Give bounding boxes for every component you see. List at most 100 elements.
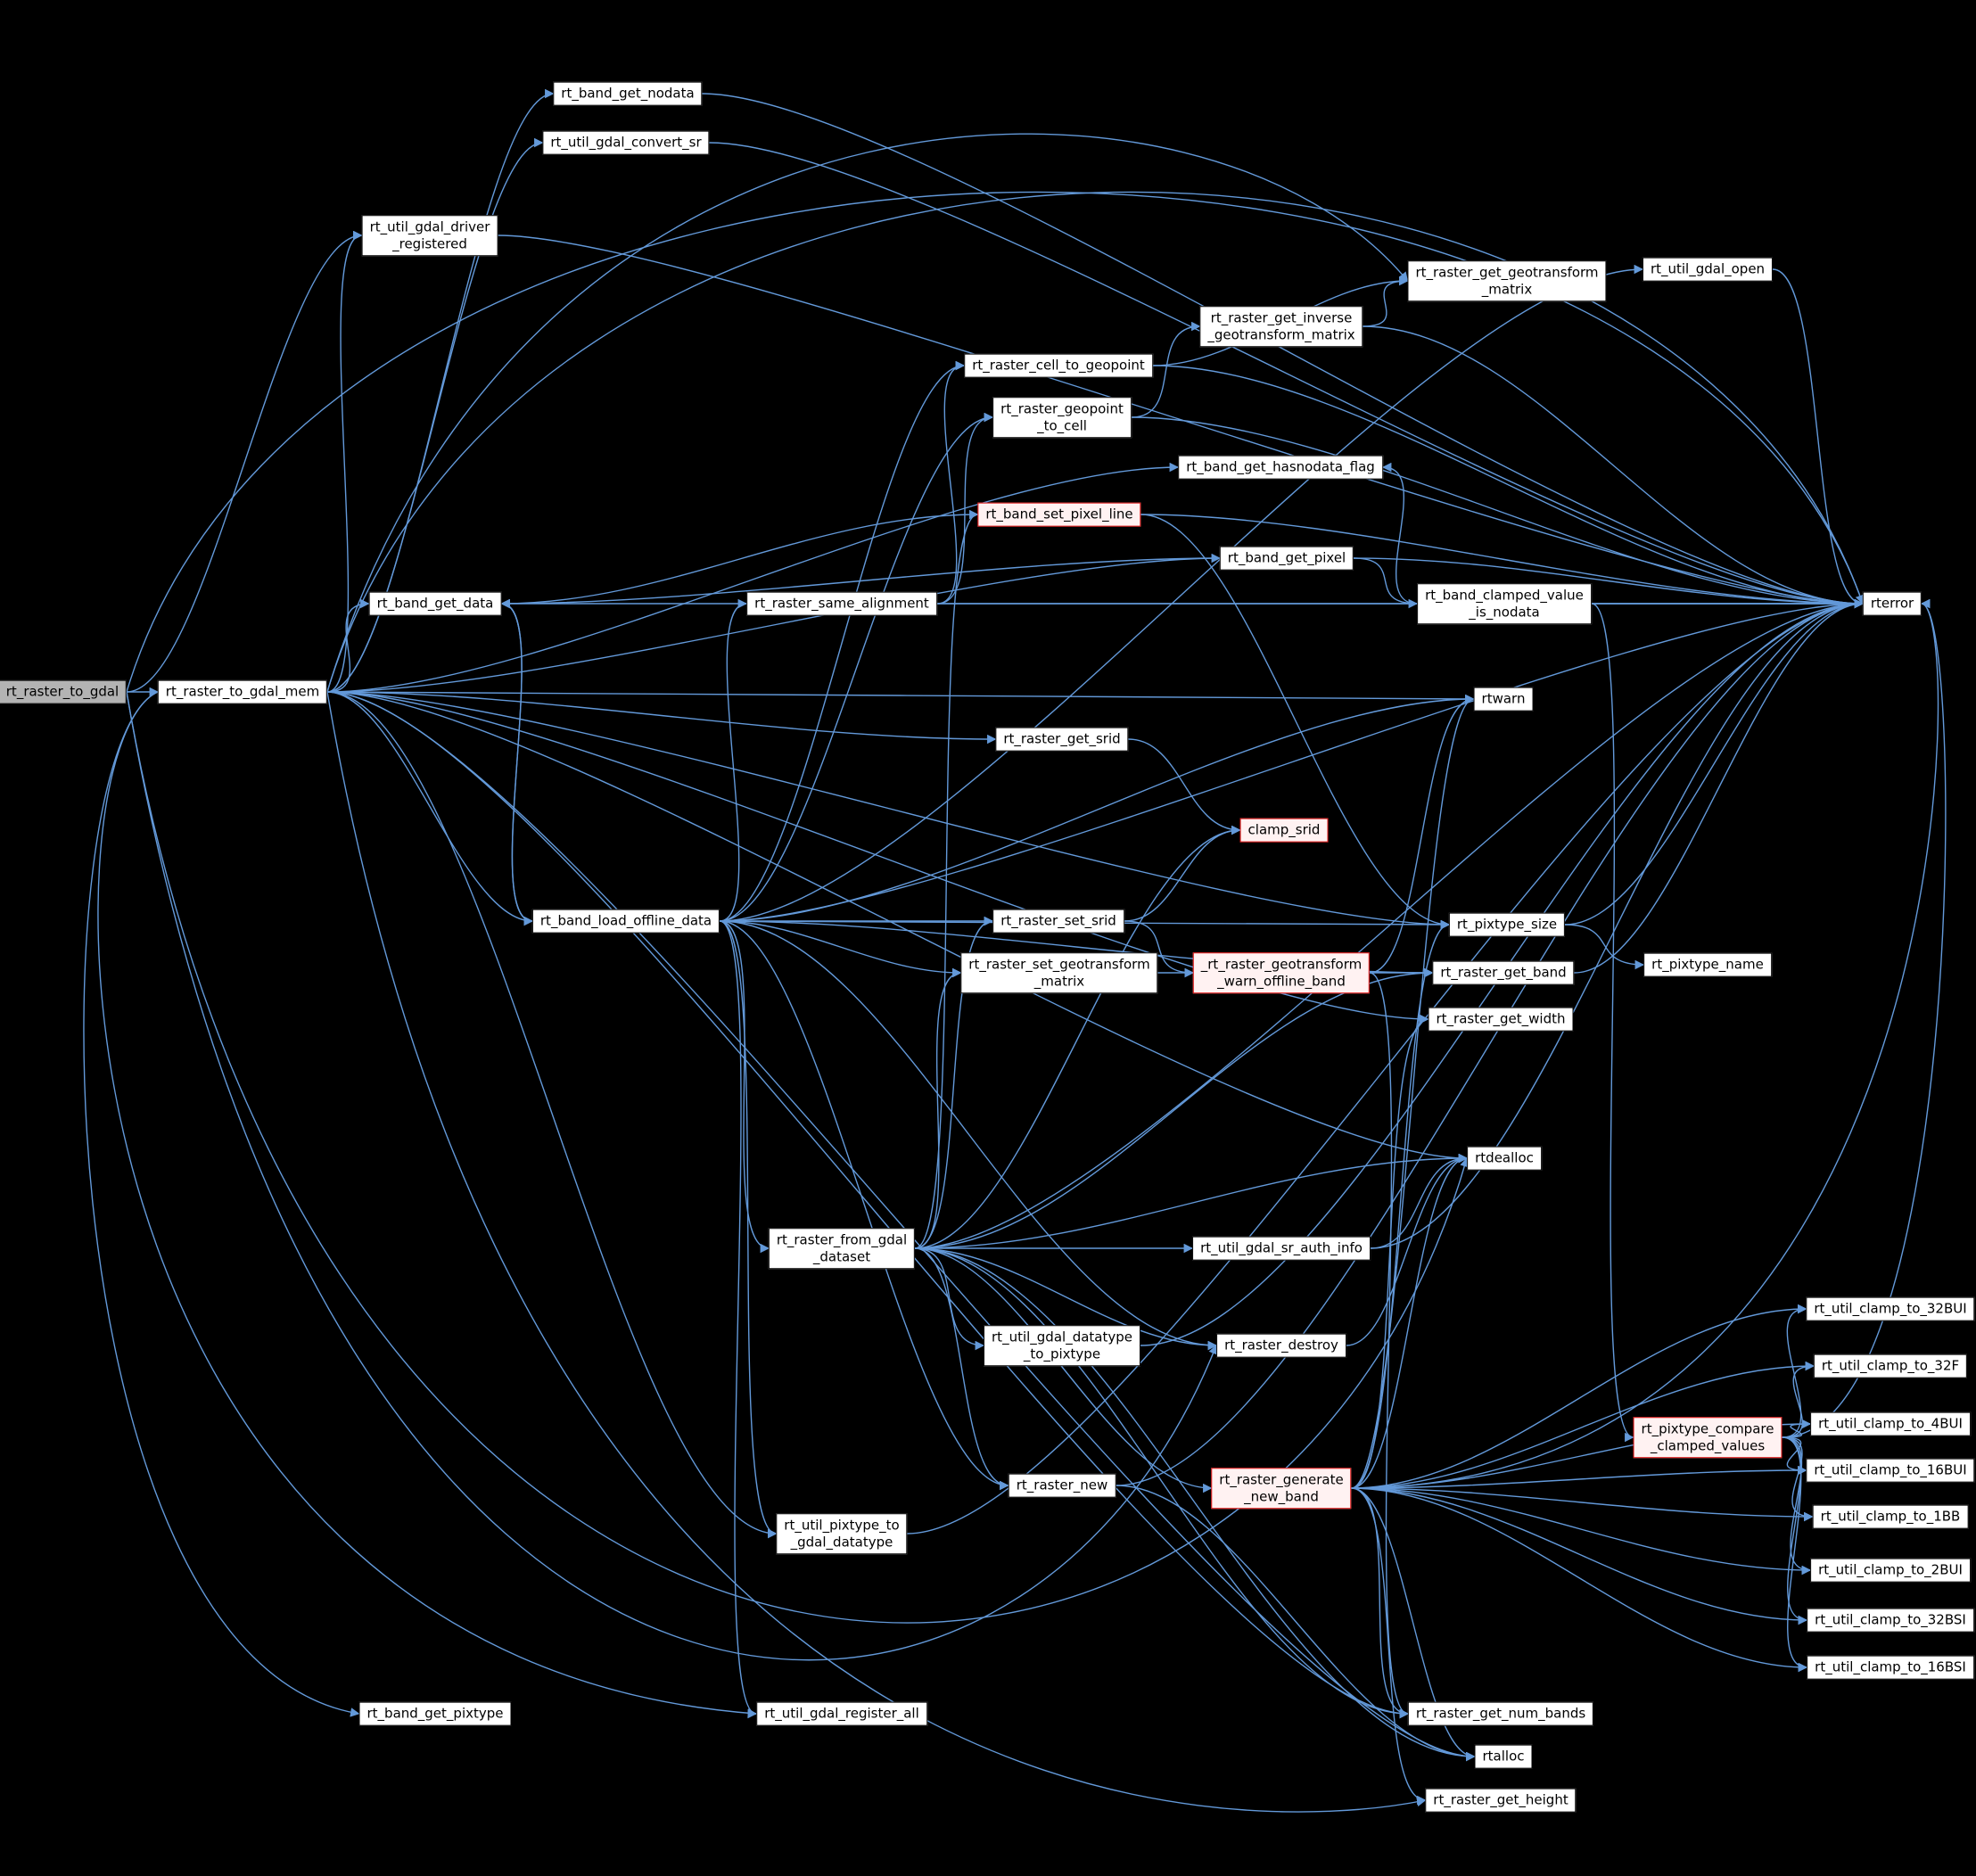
graph-node-rt_pixtype_name[interactable]: rt_pixtype_name — [1643, 952, 1772, 977]
graph-node-rt_util_clamp_to_32BSI[interactable]: rt_util_clamp_to_32BSI — [1807, 1608, 1974, 1633]
graph-node-rtalloc[interactable]: rtalloc — [1474, 1744, 1533, 1769]
graph-node-rt_util_clamp_to_1BB[interactable]: rt_util_clamp_to_1BB — [1812, 1504, 1969, 1529]
graph-node-_rt_raster_geotransform_warn_offline_band[interactable]: _rt_raster_geotransform _warn_offline_ba… — [1192, 952, 1371, 993]
graph-node-rt_raster_from_gdal_dataset[interactable]: rt_raster_from_gdal _dataset — [768, 1228, 916, 1269]
graph-node-rt_pixtype_compare_clamped_values[interactable]: rt_pixtype_compare _clamped_values — [1633, 1417, 1783, 1458]
graph-node-rt_band_load_offline_data[interactable]: rt_band_load_offline_data — [531, 909, 720, 934]
call-edge-rt_raster_from_gdal_dataset-to-rt_raster_set_srid — [914, 916, 994, 1249]
graph-node-rtwarn[interactable]: rtwarn — [1473, 687, 1534, 712]
call-edge-rt_band_clamped_value_is_nodata-to-rt_band_get_hasnodata_flag — [1381, 462, 1418, 605]
call-edge-rt_pixtype_compare_clamped_values-to-rt_util_clamp_to_32BUI — [1782, 1304, 1807, 1438]
call-edge-rt_raster_from_gdal_dataset-to-rt_raster_set_geotransform_matrix — [914, 967, 962, 1249]
call-edge-rt_raster_from_gdal_dataset-to-rterror — [914, 598, 1865, 1249]
graph-node-rtdealloc[interactable]: rtdealloc — [1467, 1146, 1542, 1171]
graph-node-rt_raster_get_srid[interactable]: rt_raster_get_srid — [995, 727, 1129, 752]
graph-node-rt_raster_get_band[interactable]: rt_raster_get_band — [1432, 960, 1575, 985]
call-edge-rt_raster_destroy-to-rtdealloc — [1346, 1153, 1469, 1346]
call-edge-rt_raster_get_band-to-rterror — [1574, 598, 1865, 974]
graph-node-rt_band_get_nodata[interactable]: rt_band_get_nodata — [553, 81, 703, 106]
call-edge-rt_raster_to_gdal_mem-to-rt_band_get_data — [326, 598, 370, 693]
graph-node-rt_util_clamp_to_16BSI[interactable]: rt_util_clamp_to_16BSI — [1807, 1655, 1974, 1680]
graph-node-rt_raster_get_geotransform_matrix[interactable]: rt_raster_get_geotransform _matrix — [1407, 260, 1607, 301]
call-edge-rt_raster_get_srid-to-clamp_srid — [1128, 738, 1241, 835]
graph-node-rt_util_clamp_to_32BUI[interactable]: rt_util_clamp_to_32BUI — [1806, 1296, 1975, 1321]
call-edge-rt_pixtype_compare_clamped_values-to-rt_util_clamp_to_16BUI — [1782, 1436, 1807, 1476]
call-edge-rt_raster_from_gdal_dataset-to-rt_raster_new — [914, 1247, 1009, 1491]
graph-node-rt_raster_get_inverse_geotransform_matrix[interactable]: rt_raster_get_inverse _geotransform_matr… — [1199, 306, 1363, 347]
graph-node-rt_util_pixtype_to_gdal_datatype[interactable]: rt_util_pixtype_to _gdal_datatype — [776, 1513, 908, 1554]
graph-node-rt_band_get_pixtype[interactable]: rt_band_get_pixtype — [358, 1701, 512, 1726]
graph-node-rt_util_clamp_to_16BUI[interactable]: rt_util_clamp_to_16BUI — [1806, 1458, 1975, 1483]
call-edge-rt_pixtype_compare_clamped_values-to-rt_util_clamp_to_1BB — [1782, 1436, 1814, 1522]
graph-node-rt_util_gdal_sr_auth_info[interactable]: rt_util_gdal_sr_auth_info — [1192, 1236, 1371, 1261]
call-edge-rt_util_gdal_sr_auth_info-to-rterror — [1370, 598, 1865, 1249]
graph-node-clamp_srid[interactable]: clamp_srid — [1239, 818, 1329, 843]
graph-node-rt_raster_get_height[interactable]: rt_raster_get_height — [1425, 1788, 1577, 1813]
call-edge-rt_raster_to_gdal_mem-to-rt_raster_get_srid — [326, 691, 997, 745]
call-edge-rt_band_get_pixel-to-rt_band_clamped_value_is_nodata — [1353, 557, 1419, 609]
call-edge-rt_raster_generate_new_band-to-rt_raster_get_num_bands — [1351, 1487, 1410, 1719]
call-edge-rt_util_gdal_driver_registered-to-rterror — [498, 234, 1865, 609]
graph-node-rt_util_gdal_driver_registered[interactable]: rt_util_gdal_driver _registered — [361, 215, 498, 256]
call-edge-rt_raster_to_gdal_mem-to-rt_band_get_pixel — [326, 553, 1222, 693]
call-edge-rt_raster_generate_new_band-to-rt_util_clamp_to_32BSI — [1351, 1487, 1808, 1625]
call-edge-rt_raster_from_gdal_dataset-to-rt_band_set_pixel_line — [914, 509, 979, 1249]
call-edge-rt_raster_generate_new_band-to-rtwarn — [1351, 694, 1475, 1489]
call-edge-rt_raster_from_gdal_dataset-to-rt_raster_destroy — [914, 1247, 1218, 1351]
graph-node-rt_band_get_hasnodata_flag[interactable]: rt_band_get_hasnodata_flag — [1178, 455, 1383, 480]
call-edge-rt_band_get_pixel-to-rt_band_get_data — [500, 557, 1221, 609]
graph-node-rt_util_gdal_convert_sr[interactable]: rt_util_gdal_convert_sr — [542, 130, 710, 155]
graph-node-rt_raster_same_alignment[interactable]: rt_raster_same_alignment — [746, 591, 937, 616]
call-edge-rt_raster_cell_to_geopoint-to-rterror — [1152, 365, 1865, 609]
call-edge-rt_raster_generate_new_band-to-rt_pixtype_size — [1351, 919, 1451, 1489]
graph-node-rt_band_clamped_value_is_nodata[interactable]: rt_band_clamped_value _is_nodata — [1417, 583, 1592, 624]
call-edge-rt_raster_new-to-rtalloc — [1116, 1485, 1476, 1762]
call-edge-rt_raster_to_gdal_mem-to-rt_util_gdal_convert_sr — [326, 137, 544, 693]
call-edge-rt_band_load_offline_data-to-rt_raster_new — [719, 920, 1009, 1491]
call-edge-rt_raster_to_gdal-to-rt_raster_destroy — [126, 691, 1218, 1661]
graph-node-rt_band_get_data[interactable]: rt_band_get_data — [368, 591, 502, 616]
graph-node-rt_raster_new[interactable]: rt_raster_new — [1008, 1473, 1116, 1498]
graph-node-rt_raster_cell_to_geopoint[interactable]: rt_raster_cell_to_geopoint — [964, 353, 1153, 378]
call-edge-rt_band_load_offline_data-to-rt_raster_geopoint_to_cell — [719, 412, 994, 922]
call-edge-rt_band_get_nodata-to-rterror — [702, 93, 1865, 609]
call-edge-rt_pixtype_compare_clamped_values-to-rt_util_clamp_to_2BUI — [1782, 1436, 1812, 1576]
call-edge-rt_raster_generate_new_band-to-rt_util_clamp_to_16BSI — [1351, 1487, 1808, 1673]
call-edge-rt_raster_to_gdal-to-rt_util_gdal_driver_registered — [126, 230, 363, 693]
graph-node-rt_util_gdal_datatype_to_pixtype[interactable]: rt_util_gdal_datatype _to_pixtype — [984, 1325, 1140, 1366]
graph-node-rt_band_get_pixel[interactable]: rt_band_get_pixel — [1219, 546, 1354, 571]
call-edge-rt_raster_to_gdal-to-rtdealloc — [126, 691, 1470, 1624]
call-edge-rt_raster_to_gdal_mem-to-rtwarn — [326, 691, 1475, 704]
graph-node-rt_raster_to_gdal_mem[interactable]: rt_raster_to_gdal_mem — [157, 679, 328, 704]
call-edge-_rt_raster_geotransform_warn_offline_band-to-rtwarn — [1369, 694, 1475, 974]
graph-node-rt_util_gdal_register_all[interactable]: rt_util_gdal_register_all — [756, 1701, 927, 1726]
call-edge-rt_raster_to_gdal_mem-to-rt_raster_get_num_bands — [326, 691, 1410, 1719]
graph-node-rt_raster_destroy[interactable]: rt_raster_destroy — [1216, 1333, 1346, 1358]
graph-node-rt_raster_geopoint_to_cell[interactable]: rt_raster_geopoint _to_cell — [992, 397, 1132, 438]
graph-node-rt_util_clamp_to_2BUI[interactable]: rt_util_clamp_to_2BUI — [1810, 1558, 1971, 1583]
call-edge-rt_raster_from_gdal_dataset-to-rtdealloc — [914, 1153, 1469, 1249]
graph-node-rt_pixtype_size[interactable]: rt_pixtype_size — [1448, 912, 1566, 937]
graph-node-rt_raster_get_width[interactable]: rt_raster_get_width — [1428, 1007, 1574, 1032]
call-edge-rt_band_load_offline_data-to-rterror — [719, 598, 1865, 922]
graph-node-rt_raster_generate_new_band[interactable]: rt_raster_generate _new_band — [1211, 1468, 1352, 1509]
call-edge-rt_raster_to_gdal_mem-to-rt_band_load_offline_data — [326, 691, 534, 926]
graph-node-rterror[interactable]: rterror — [1862, 591, 1922, 616]
call-edge-rt_util_gdal_sr_auth_info-to-rtdealloc — [1370, 1153, 1469, 1249]
graph-node-rt_util_clamp_to_32F[interactable]: rt_util_clamp_to_32F — [1813, 1354, 1968, 1378]
call-edge-rt_raster_from_gdal_dataset-to-rt_raster_generate_new_band — [914, 1247, 1213, 1493]
call-edge-rt_raster_to_gdal_mem-to-rt_util_gdal_register_all — [97, 691, 758, 1718]
call-edge-rt_raster_to_gdal_mem-to-rt_util_pixtype_to_gdal_datatype — [326, 691, 778, 1539]
call-edge-rt_band_load_offline_data-to-rt_util_gdal_register_all — [719, 920, 758, 1719]
graph-node-rt_raster_get_num_bands[interactable]: rt_raster_get_num_bands — [1407, 1701, 1594, 1726]
call-edge-rt_band_load_offline_data-to-rt_util_gdal_open — [719, 264, 1644, 922]
call-edge-rt_raster_generate_new_band-to-rt_util_clamp_to_2BUI — [1351, 1487, 1812, 1576]
graph-node-rt_raster_set_geotransform_matrix[interactable]: rt_raster_set_geotransform _matrix — [960, 952, 1158, 993]
graph-node-rt_util_clamp_to_4BUI[interactable]: rt_util_clamp_to_4BUI — [1810, 1411, 1971, 1436]
call-edge-rt_pixtype_size-to-rterror — [1564, 598, 1865, 926]
call-edge-rt_raster_to_gdal-to-rterror — [126, 191, 1865, 693]
graph-node-rt_util_gdal_open[interactable]: rt_util_gdal_open — [1642, 257, 1774, 282]
graph-node-rt_band_set_pixel_line[interactable]: rt_band_set_pixel_line — [977, 502, 1141, 527]
call-edge-rt_raster_to_gdal_mem-to-rt_pixtype_size — [326, 691, 1451, 930]
graph-node-rt_raster_set_srid[interactable]: rt_raster_set_srid — [992, 909, 1124, 934]
